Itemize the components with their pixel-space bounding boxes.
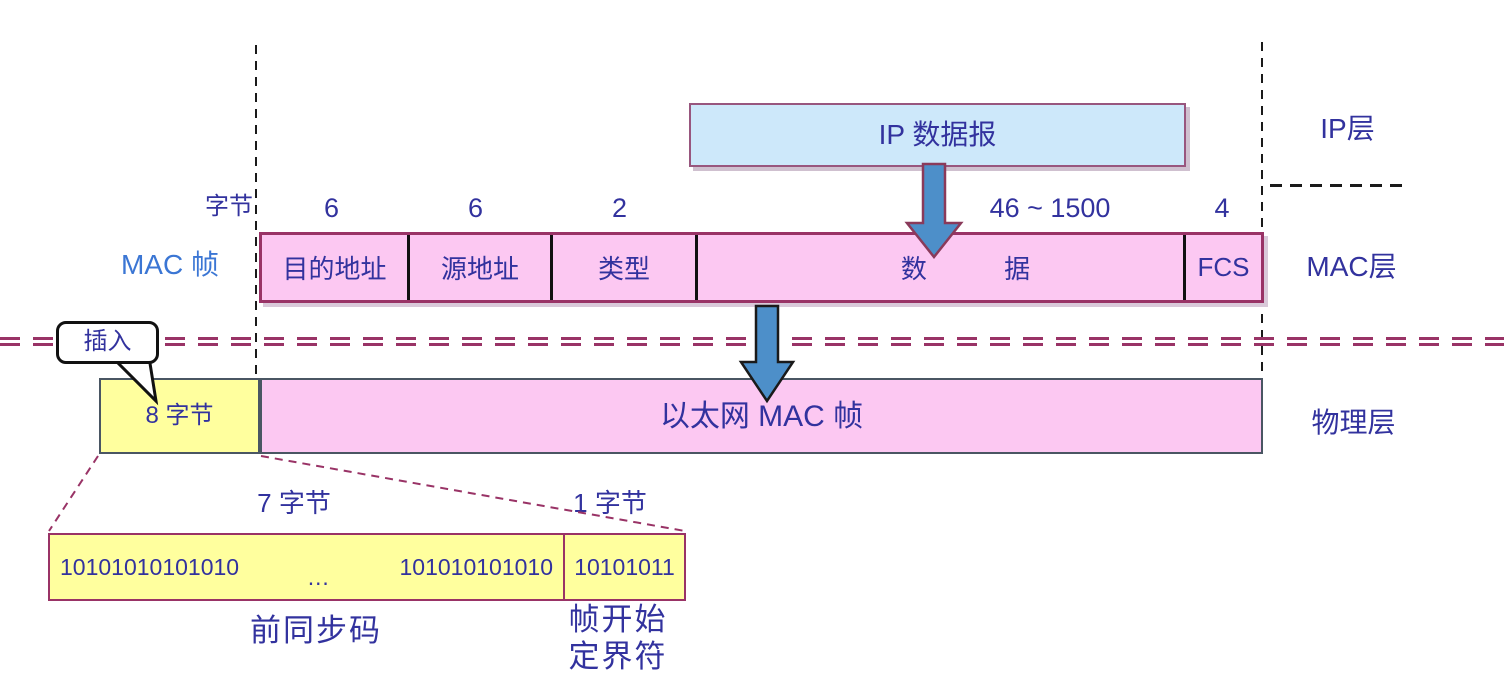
field-cell-type: 类型 <box>550 235 695 300</box>
field-size-label-type: 2 <box>611 193 628 223</box>
preamble-name-label: 前同步码 <box>250 613 382 648</box>
preamble-bits-start: 10101010101010 <box>60 553 240 580</box>
preamble-size-label: 7 字节 <box>257 488 331 518</box>
sfd-name-label: 帧开始 定界符 <box>528 601 708 675</box>
sfd-bits-cell: 10101011 <box>563 535 684 599</box>
sfd-name-line1: 帧开始 <box>568 602 668 637</box>
physical-layer-label: 物理层 <box>1311 407 1396 438</box>
field-size-label-dest: 6 <box>323 193 340 223</box>
preamble-bits-cell: 10101010101010 … 101010101010 <box>50 535 563 599</box>
preamble-8byte-box: 8 字节 <box>99 378 260 454</box>
field-size-label-fcs: 4 <box>1214 193 1230 223</box>
insert-callout-label: 插入 <box>83 328 132 356</box>
mac-frame-row-label: MAC 帧 <box>120 249 219 280</box>
preamble-bits-end: 101010101010 <box>399 553 554 580</box>
media-separator-upper-line <box>0 337 1504 340</box>
preamble-expanded-box: 10101010101010 … 101010101010 10101011 <box>48 533 686 601</box>
mac-frame-row: 目的地址 源地址 类型 数 据 FCS <box>259 232 1264 303</box>
right-boundary-dashline <box>1261 42 1263 378</box>
field-cell-src-address: 源地址 <box>407 235 550 300</box>
ethernet-mac-frame-label: 以太网 MAC 帧 <box>659 399 864 433</box>
expansion-connector-left-dashline <box>48 455 99 532</box>
field-size-label-src: 6 <box>467 193 484 223</box>
field-cell-data: 数 据 <box>695 235 1183 300</box>
preamble-bits-ellipsis: … <box>306 564 332 590</box>
left-boundary-dashline <box>255 45 257 378</box>
field-size-label-data: 46 ~ 1500 <box>989 193 1111 223</box>
mac-layer-label: MAC层 <box>1306 251 1397 282</box>
field-cell-dest-address: 目的地址 <box>282 254 387 284</box>
ip-mac-layer-separator-dashline <box>1270 184 1402 187</box>
preamble-8byte-label: 8 字节 <box>145 401 214 429</box>
expansion-connector-right-dashline <box>260 455 686 532</box>
sfd-name-line2: 定界符 <box>568 639 668 674</box>
sfd-bits: 10101011 <box>574 553 675 580</box>
field-cell-fcs: FCS <box>1183 235 1261 300</box>
media-separator-lower-line <box>0 343 1504 346</box>
mac-to-physical-down-arrow-icon <box>738 304 796 404</box>
ip-layer-label: IP层 <box>1320 113 1375 144</box>
byte-unit-label: 字节 <box>205 193 253 220</box>
ip-to-mac-down-arrow-icon <box>904 162 964 260</box>
ip-datagram-label: IP 数据报 <box>878 118 997 150</box>
insert-callout: 插入 <box>56 321 159 364</box>
media-separator-dashline <box>0 337 1504 346</box>
